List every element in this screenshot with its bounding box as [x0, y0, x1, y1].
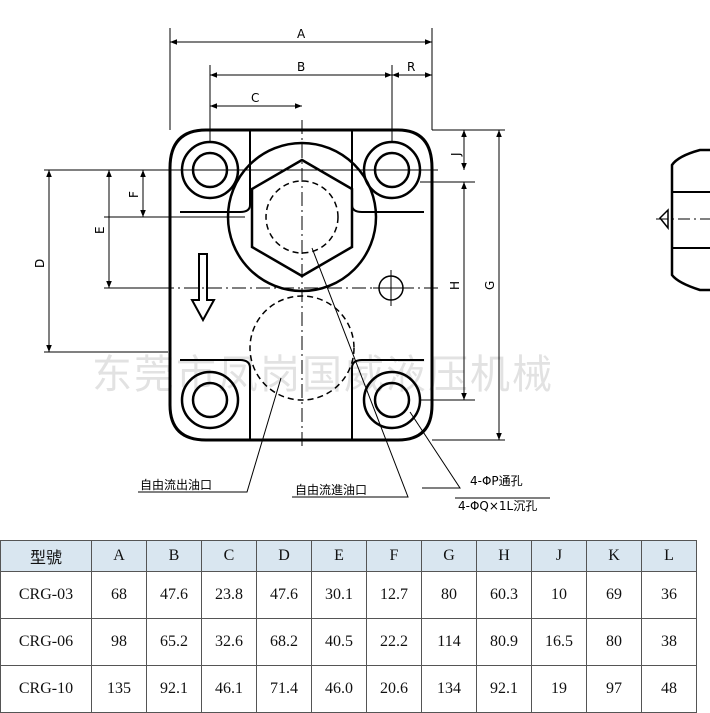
header-k: K [586, 540, 642, 572]
dim-label-j: J [449, 152, 463, 157]
cell: 97 [586, 665, 642, 713]
cell-model: CRG-03 [0, 571, 92, 619]
table-row: CRG-03 68 47.6 23.8 47.6 30.1 12.7 80 60… [0, 571, 697, 619]
cell: 36 [641, 571, 697, 619]
cell: 48 [641, 665, 697, 713]
cell: 19 [531, 665, 587, 713]
header-model: 型號 [0, 540, 92, 572]
cell: 98 [91, 618, 147, 666]
technical-drawing: 东莞市凤岗国威液压机械 [33, 27, 710, 513]
header-a: A [91, 540, 147, 572]
dim-label-h: H [448, 281, 462, 290]
centerlines [160, 120, 440, 450]
header-b: B [146, 540, 202, 572]
callout-through-hole: 4-ΦP通孔 [470, 474, 523, 488]
cell-model: CRG-06 [0, 618, 92, 666]
cell: 134 [421, 665, 477, 713]
spec-table: 型號 A B C D E F G H J K L CRG-03 68 47.6 … [0, 540, 697, 713]
cell: 60.3 [476, 571, 532, 619]
cell: 135 [91, 665, 147, 713]
dim-label-d: D [33, 259, 47, 268]
cell: 46.0 [311, 665, 367, 713]
cell: 71.4 [256, 665, 312, 713]
bolt-hole-bottom-left [180, 370, 240, 430]
dim-label-g: G [483, 281, 497, 290]
cell: 65.2 [146, 618, 202, 666]
cell: 46.1 [201, 665, 257, 713]
cell: 16.5 [531, 618, 587, 666]
cell: 30.1 [311, 571, 367, 619]
cell: 92.1 [476, 665, 532, 713]
cell: 40.5 [311, 618, 367, 666]
header-l: L [641, 540, 697, 572]
flow-arrow-icon [190, 253, 216, 323]
dim-label-e: E [93, 226, 107, 234]
header-e: E [311, 540, 367, 572]
table-row: CRG-10 135 92.1 46.1 71.4 46.0 20.6 134 … [0, 665, 697, 713]
header-c: C [201, 540, 257, 572]
cell: 80 [421, 571, 477, 619]
cell: 47.6 [146, 571, 202, 619]
header-g: G [421, 540, 477, 572]
dim-label-r: R [407, 60, 415, 74]
valve-side-view [656, 148, 710, 292]
header-f: F [366, 540, 422, 572]
cell: 69 [586, 571, 642, 619]
dimension-lines [46, 39, 502, 440]
dim-label-a: A [297, 27, 306, 41]
header-d: D [256, 540, 312, 572]
cell: 22.2 [366, 618, 422, 666]
cell: 12.7 [366, 571, 422, 619]
watermark: 东莞市凤岗国威液压机械 [92, 352, 554, 398]
table-row: CRG-06 98 65.2 32.6 68.2 40.5 22.2 114 8… [0, 618, 697, 666]
cell-model: CRG-10 [0, 665, 92, 713]
cell: 92.1 [146, 665, 202, 713]
cell: 23.8 [201, 571, 257, 619]
spec-table-header: 型號 A B C D E F G H J K L [0, 540, 697, 572]
dim-label-b: B [297, 60, 305, 74]
cell: 10 [531, 571, 587, 619]
cell: 80 [586, 618, 642, 666]
cell: 47.6 [256, 571, 312, 619]
cell: 20.6 [366, 665, 422, 713]
callout-counterbore: 4-ΦQ×1L沉孔 [458, 499, 537, 513]
cell: 80.9 [476, 618, 532, 666]
header-h: H [476, 540, 532, 572]
cell: 68.2 [256, 618, 312, 666]
cell: 114 [421, 618, 477, 666]
cell: 38 [641, 618, 697, 666]
header-j: J [531, 540, 587, 572]
callout-outlet: 自由流出油口 [140, 478, 212, 492]
cell: 32.6 [201, 618, 257, 666]
dim-label-c: C [251, 91, 259, 105]
cell: 68 [91, 571, 147, 619]
callout-inlet: 自由流進油口 [295, 483, 367, 497]
dim-label-f: F [127, 191, 141, 198]
